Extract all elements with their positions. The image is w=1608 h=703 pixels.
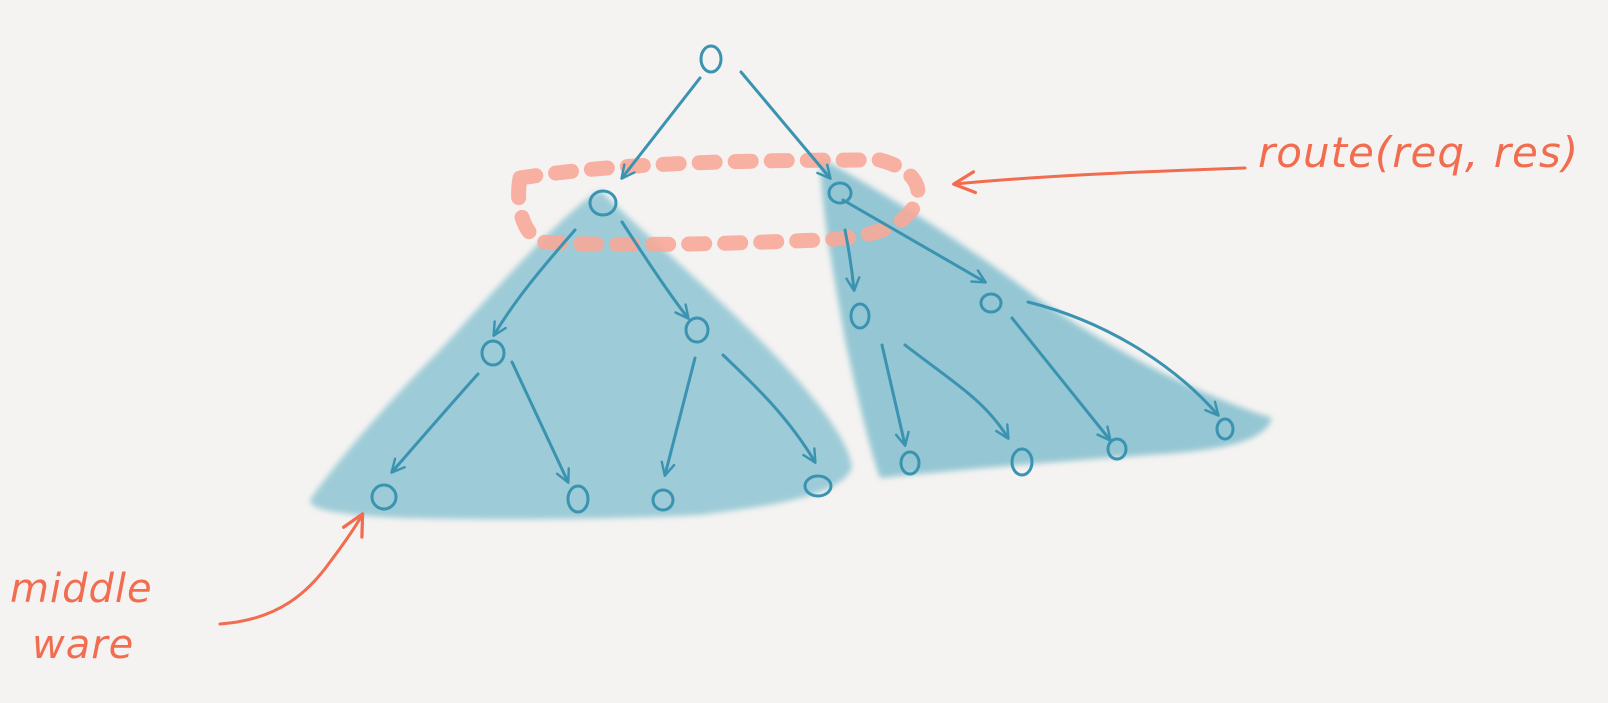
edge-rr1-b <box>1026 300 1220 417</box>
right-subtree-root-node <box>827 181 853 205</box>
root-node <box>699 44 723 74</box>
node-rl1 <box>849 302 871 330</box>
edge-rr1-a <box>1010 316 1112 442</box>
edge-left-l1 <box>492 228 577 337</box>
leaf-7 <box>1106 437 1128 461</box>
node-rr1 <box>979 292 1003 314</box>
route-arrow <box>952 166 1247 195</box>
edge-right-r1 <box>841 198 987 284</box>
node-r1 <box>684 316 710 344</box>
leaf-4 <box>803 474 833 498</box>
right-subtree-fill <box>820 158 1272 478</box>
edge-left-r1 <box>620 220 690 320</box>
left-subtree-fill <box>310 190 852 520</box>
leaf-5 <box>899 450 921 476</box>
edge-l1-a <box>390 372 480 474</box>
edge-right-l1 <box>843 228 861 292</box>
edge-r1-b <box>721 353 817 464</box>
node-l1 <box>480 339 506 367</box>
edge-rl1-a <box>880 343 910 447</box>
left-subtree-root-node <box>588 189 618 217</box>
middleware-label-line1: middle <box>10 566 153 612</box>
edge-rl1-b <box>903 343 1010 440</box>
edge-root-right <box>739 70 832 180</box>
leaf-3 <box>651 488 675 512</box>
leaf-1 <box>370 483 398 511</box>
leaf-2 <box>566 484 590 514</box>
edge-root-left <box>620 76 702 180</box>
leaf-8 <box>1215 417 1235 441</box>
middleware-arrow <box>218 512 365 626</box>
tree-edges <box>390 70 1220 484</box>
route-label: route(req, res) <box>1258 128 1580 177</box>
edge-r1-a <box>660 356 697 477</box>
leaf-6 <box>1010 447 1034 477</box>
annotation-arrows <box>218 166 1247 626</box>
tree-nodes <box>370 44 1235 514</box>
edge-l1-b <box>510 360 570 484</box>
middleware-label-line2: ware <box>32 622 135 668</box>
